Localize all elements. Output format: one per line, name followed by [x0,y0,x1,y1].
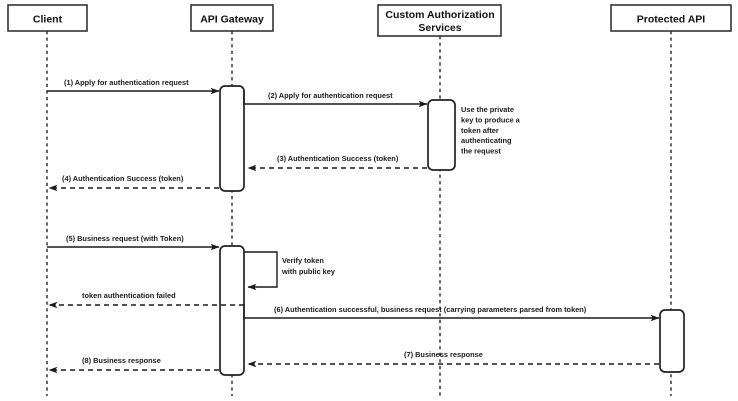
message-2-label: (2) Apply for authentication request [268,91,393,100]
self-message-verify-token[interactable]: Verify token with public key [244,251,336,291]
message-2-arrow [243,91,428,108]
message-token-authentication-failed-label: token authentication failed [82,291,176,300]
participant-box-api[interactable] [610,4,732,32]
note-private-key-line-2: key to produce a [461,115,521,124]
participant-gateway[interactable]: API Gateway [190,4,274,32]
message-1[interactable]: (1) Apply for authentication request [47,78,220,95]
participant-label-gateway: API Gateway [200,14,264,26]
activation-bar-gateway-business[interactable] [219,245,245,376]
participant-label-authsvc-line2: Services [418,22,461,34]
activation-bar-api-business[interactable] [659,309,685,373]
note-private-key-line-5: the request [461,147,501,156]
message-6-label: (6) Authentication successful, business … [274,305,587,314]
self-message-verify-token-arrow [244,251,278,291]
activation-bar-authsvc-process[interactable] [427,99,456,171]
message-8-label: (8) Business response [82,356,161,365]
participant-authsvc[interactable]: Custom Authorization Services [377,4,502,37]
note-private-key-line-3: token after [461,126,499,135]
participant-api[interactable]: Protected API [610,4,732,32]
message-3-label: (3) Authentication Success (token) [277,154,399,163]
message-3[interactable]: (3) Authentication Success (token) [247,154,427,172]
message-4-label: (4) Authentication Success (token) [62,174,184,183]
message-1-label: (1) Apply for authentication request [64,78,189,87]
message-token-authentication-failed[interactable]: token authentication failed [48,291,244,309]
self-message-verify-token-label-line2: with public key [281,267,336,276]
activation-bars [219,85,685,376]
message-2[interactable]: (2) Apply for authentication request [243,91,428,108]
participant-label-api: Protected API [637,14,706,26]
participant-box-authsvc[interactable] [377,4,502,37]
participant-label-authsvc-line1: Custom Authorization [385,9,494,21]
note-private-key-line-4: authenticating [461,136,512,145]
note-private-key-line-1: Use the private [461,105,514,114]
participant-box-client[interactable] [7,4,88,32]
message-6[interactable]: (6) Authentication successful, business … [243,305,660,322]
message-7[interactable]: (7) Business response [247,350,659,368]
message-6-arrow [243,305,660,322]
note-private-key: Use the private key to produce a token a… [461,105,521,156]
participant-box-gateway[interactable] [190,4,274,32]
message-5-label: (5) Business request (with Token) [66,234,184,243]
message-8[interactable]: (8) Business response [48,356,219,374]
message-5[interactable]: (5) Business request (with Token) [47,234,220,251]
self-message-verify-token-label-line1: Verify token [282,256,324,265]
participant-client[interactable]: Client [7,4,88,32]
participant-label-client: Client [33,14,63,26]
activation-bar-gateway-auth[interactable] [219,85,245,192]
message-7-label: (7) Business response [404,350,483,359]
message-4[interactable]: (4) Authentication Success (token) [48,174,219,192]
